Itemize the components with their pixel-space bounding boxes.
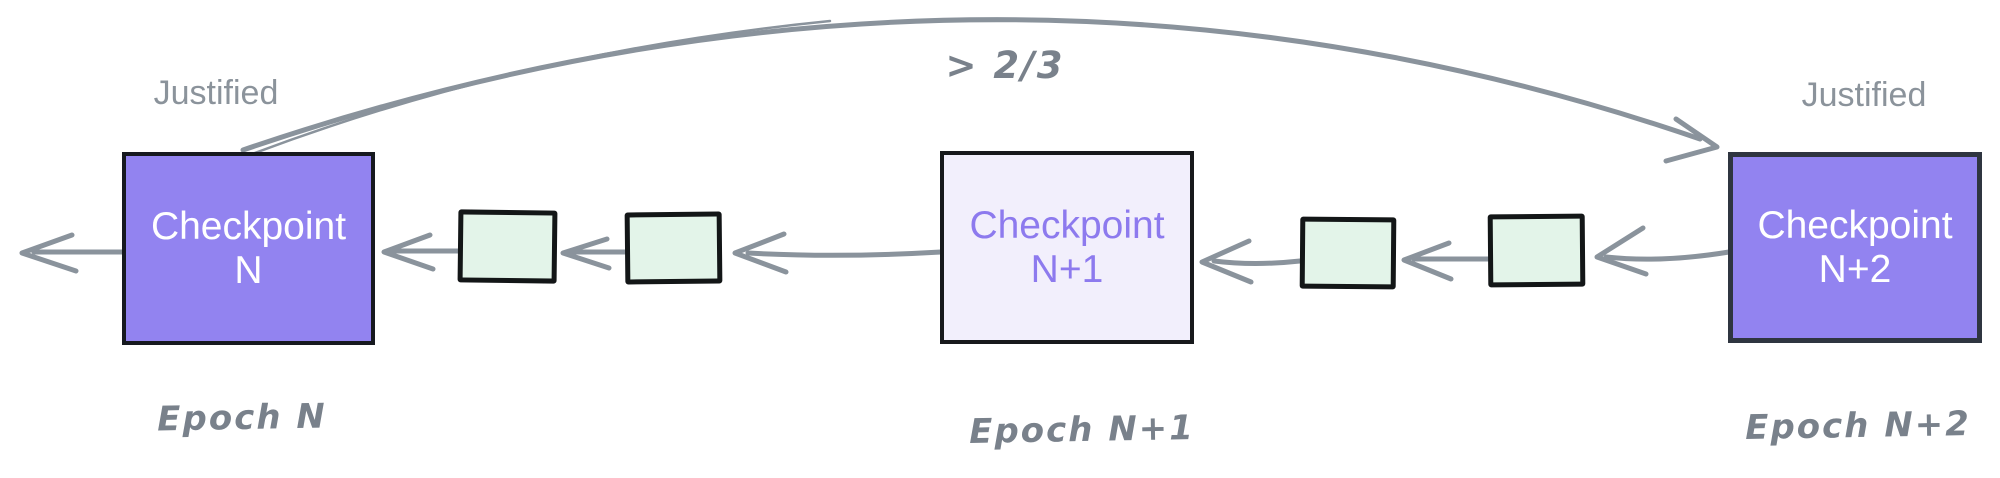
checkpoint-n-box: Checkpoint N <box>122 152 375 345</box>
checkpoint-n2-title: Checkpoint <box>1757 203 1953 247</box>
justified-label-checkpoint-n: Justified <box>153 74 279 112</box>
block-epoch-n1-2 <box>624 211 723 285</box>
checkpoint-n1-number: N+1 <box>1030 247 1104 291</box>
checkpoint-n-number: N <box>234 248 263 292</box>
block-epoch-n1-1 <box>457 209 558 284</box>
parent-link-checkpoint-n2-to-block4 <box>1594 225 1732 277</box>
parent-link-block1-to-checkpoint-n <box>381 232 461 272</box>
supermajority-link-arc <box>240 17 1720 164</box>
parent-link-block4-to-block3 <box>1401 240 1491 282</box>
supermajority-threshold-label: > 2/3 <box>945 44 1065 87</box>
checkpoint-n2-box: Checkpoint N+2 <box>1728 152 1982 343</box>
block-epoch-n2-1 <box>1299 216 1397 290</box>
epoch-n2-label: Epoch N+2 <box>1744 404 1972 448</box>
block-epoch-n2-2 <box>1487 213 1586 288</box>
checkpoint-n-title: Checkpoint <box>150 204 347 248</box>
checkpoint-n2-number: N+2 <box>1818 247 1892 291</box>
parent-link-checkpoint-n1-to-block2 <box>732 231 944 275</box>
parent-link-block3-to-checkpoint-n1 <box>1199 238 1303 285</box>
epoch-n1-label: Epoch N+1 <box>968 408 1196 452</box>
epoch-n-label: Epoch N <box>156 396 328 440</box>
checkpoint-n1-title: Checkpoint <box>969 203 1165 247</box>
checkpoint-n1-box: Checkpoint N+1 <box>940 151 1194 344</box>
justified-label-checkpoint-n2: Justified <box>1801 76 1927 114</box>
parent-link-arrow-out-left <box>19 232 126 274</box>
parent-link-block2-to-block1 <box>560 236 628 271</box>
